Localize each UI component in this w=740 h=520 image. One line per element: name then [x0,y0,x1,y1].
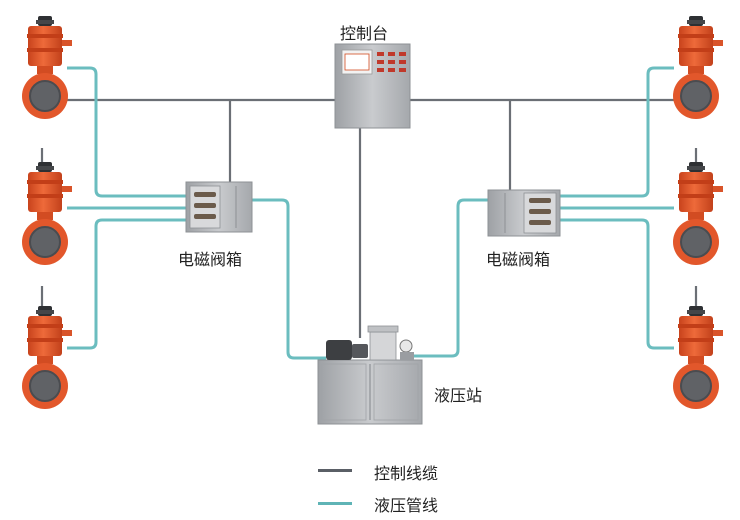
solenoid-box-left [185,181,253,233]
hydraulic-station-label: 液压站 [434,386,483,405]
control-console [334,43,411,129]
solenoid-box-right [487,189,561,237]
hydraulic-station [317,325,423,425]
solenoid-box-left-label: 电磁阀箱 [178,250,243,269]
console-label: 控制台 [340,24,389,43]
solenoid-box-right-label: 电磁阀箱 [486,250,551,269]
legend-swatch-cable [318,469,352,472]
legend-label-cable: 控制线缆 [374,464,439,483]
valve-left-1 [21,15,73,120]
legend-swatch-hydraulic [318,502,352,505]
hydraulic-lines [67,66,674,360]
valve-right-1 [672,15,724,120]
valve-left-3 [21,305,73,410]
legend-label-hydraulic: 液压管线 [374,496,439,515]
valve-right-3 [672,305,724,410]
valve-right-2 [672,161,724,266]
valve-left-2 [21,161,73,266]
